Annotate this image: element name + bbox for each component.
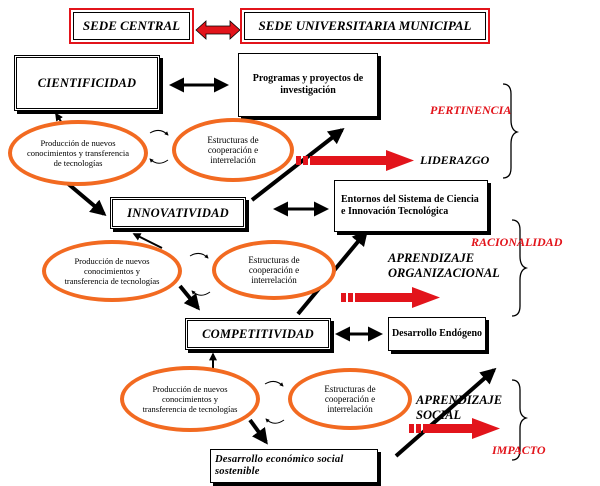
cientificidad-box: CIENTIFICIDAD bbox=[14, 55, 160, 111]
entornos-label: Entornos del Sistema de Ciencia e Innova… bbox=[341, 194, 479, 217]
aprendizaje-org-label: APRENDIZAJE ORGANIZACIONAL bbox=[388, 251, 500, 280]
s3-to-final-arrow bbox=[248, 418, 268, 445]
s2-ellipse-produccion: Producción de nuevos conocimientos y tra… bbox=[42, 240, 182, 302]
final-to-top-arrow bbox=[394, 367, 497, 458]
impacto-red-arrow bbox=[409, 418, 500, 439]
s3-ellipse-estructuras: Estructuras de cooperación e interrelaci… bbox=[288, 368, 412, 430]
s2-to-s3-arrow bbox=[178, 284, 201, 311]
s2-ellipse-estructuras: Estructuras de cooperación e interrelaci… bbox=[212, 240, 336, 300]
aprendizaje-social-label: APRENDIZAJE SOCIAL bbox=[416, 393, 503, 422]
desarrollo-sostenible-box: Desarrollo económico social sostenible bbox=[210, 449, 378, 483]
pertinencia-label: PERTINENCIA bbox=[430, 103, 512, 117]
competitividad-label: COMPETITIVIDAD bbox=[202, 326, 314, 341]
competitividad-box: COMPETITIVIDAD bbox=[185, 318, 331, 350]
desarrollo-endogeno-box: Desarrollo Endógeno bbox=[388, 317, 486, 351]
s2-ellipse-produccion-text: Producción de nuevos conocimientos y tra… bbox=[64, 256, 160, 286]
s1-ellipse-produccion: Producción de nuevos conocimientos y tra… bbox=[8, 120, 148, 186]
sede-central-label: SEDE CENTRAL bbox=[73, 12, 190, 40]
sede-central-box: SEDE CENTRAL bbox=[69, 8, 194, 44]
cientificidad-label: CIENTIFICIDAD bbox=[37, 75, 137, 90]
racionalidad-brace bbox=[511, 219, 529, 317]
desarrollo-endogeno-label: Desarrollo Endógeno bbox=[391, 328, 483, 339]
s2-ellipse-estructuras-text: Estructuras de cooperación e interrelaci… bbox=[248, 255, 300, 285]
s2-feedback-arrow bbox=[132, 233, 163, 249]
s2-curve-top bbox=[189, 252, 209, 259]
liderazgo-red-arrow bbox=[296, 150, 414, 171]
aprendizaje-org-red-arrow bbox=[341, 287, 440, 308]
entornos-box: Entornos del Sistema de Ciencia e Innova… bbox=[334, 180, 488, 232]
impacto-label: IMPACTO bbox=[492, 443, 546, 457]
liderazgo-label: LIDERAZGO bbox=[420, 153, 490, 167]
s3-curve-bottom bbox=[265, 418, 285, 424]
programas-box: Programas y proyectos de investigación bbox=[238, 53, 378, 117]
s1-to-s2-arrow bbox=[64, 180, 107, 217]
header-double-arrow bbox=[195, 20, 241, 40]
pertinencia-brace bbox=[502, 83, 520, 179]
s1-curve-bottom bbox=[149, 158, 169, 164]
sede-municipal-box: SEDE UNIVERSITARIA MUNICIPAL bbox=[240, 8, 490, 44]
racionalidad-label: RACIONALIDAD bbox=[471, 235, 563, 249]
s3-ellipse-produccion: Producción de nuevos conocimientos y tra… bbox=[120, 366, 260, 432]
programas-label: Programas y proyectos de investigación bbox=[252, 73, 364, 96]
innovatividad-box: INNOVATIVIDAD bbox=[110, 197, 246, 229]
s1-ellipse-estructuras: Estructuras de cooperación e interrelaci… bbox=[172, 118, 294, 182]
innovatividad-label: INNOVATIVIDAD bbox=[127, 205, 229, 220]
impacto-brace bbox=[511, 379, 529, 461]
s1-curve-top bbox=[149, 129, 169, 136]
s3-curve-top bbox=[264, 380, 284, 387]
s1-ellipse-produccion-text: Producción de nuevos conocimientos y tra… bbox=[27, 138, 129, 168]
s3-ellipse-estructuras-text: Estructuras de cooperación e interrelaci… bbox=[324, 384, 376, 414]
s1-ellipse-estructuras-text: Estructuras de cooperación e interrelaci… bbox=[207, 135, 259, 165]
s2-curve-bottom bbox=[191, 290, 211, 296]
desarrollo-sostenible-label: Desarrollo económico social sostenible bbox=[215, 454, 344, 477]
sede-municipal-label: SEDE UNIVERSITARIA MUNICIPAL bbox=[244, 12, 486, 40]
s3-ellipse-produccion-text: Producción de nuevos conocimientos y tra… bbox=[142, 384, 238, 414]
